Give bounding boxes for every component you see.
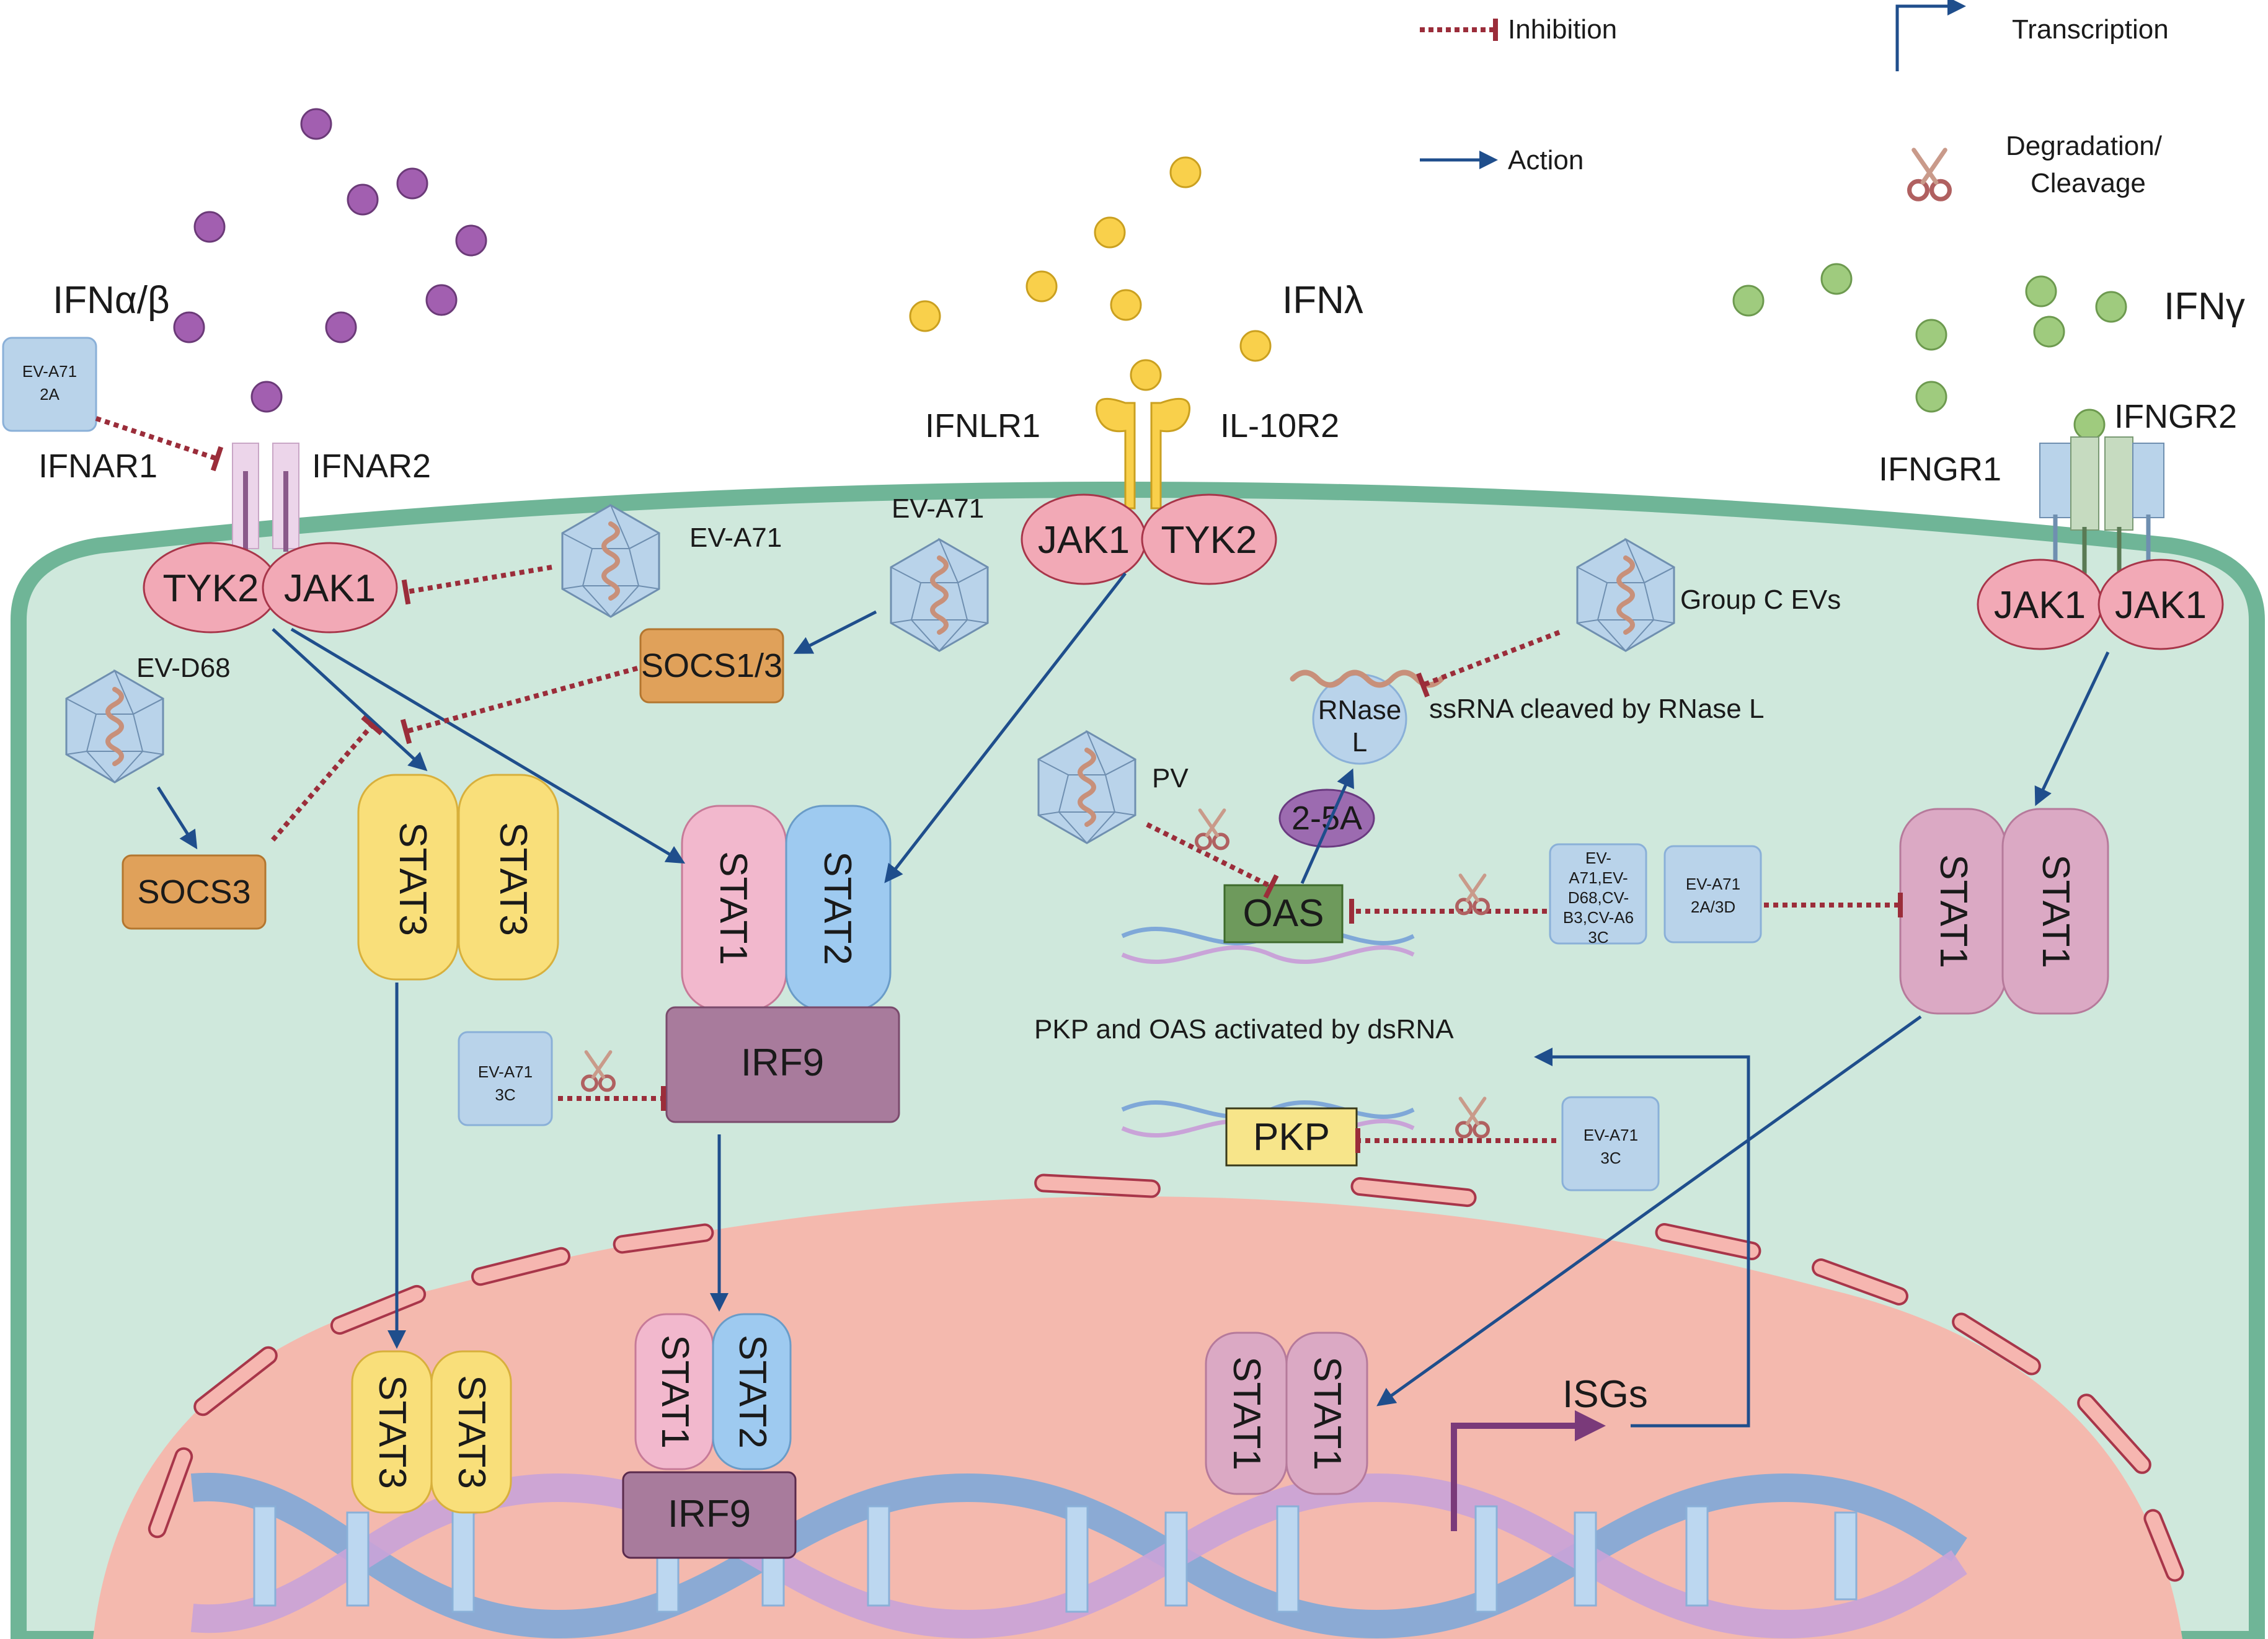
stat3-nuc-b-label: STAT3: [450, 1375, 493, 1489]
oas-label: OAS: [1243, 892, 1324, 935]
ifngr2-label: IFNGR2: [2114, 398, 2237, 435]
kinase-pair-mid: [1021, 493, 1277, 585]
ifn-lambda-label: IFNλ: [1282, 279, 1363, 322]
ifn-ab-molecules: [173, 108, 487, 413]
ev-a71-top-label: EV-A71: [689, 523, 782, 553]
ev-a71-2a3d-box: EV-A71 2A/3D: [1663, 845, 1762, 943]
ifn-lambda-molecules: [909, 156, 1272, 391]
oas-box: [1223, 884, 1344, 943]
svg-text:B3,CV-A6: B3,CV-A6: [1563, 908, 1634, 927]
stat1-cyto-label: STAT1: [712, 851, 755, 965]
ev-a71-mid-label: EV-A71: [892, 493, 984, 524]
stat1-nuc-a-label: STAT1: [1225, 1356, 1268, 1470]
il10r2-label: IL-10R2: [1220, 407, 1339, 444]
irf9-cyto-box: [665, 1006, 900, 1123]
stat1-nuc-b-label: STAT1: [1306, 1356, 1349, 1470]
svg-text:EV-A71: EV-A71: [478, 1062, 533, 1081]
legend-cleavage-label: Cleavage: [2031, 168, 2146, 198]
ifnlr-receptor: [1096, 397, 1190, 510]
irf9-nuc-label: IRF9: [668, 1493, 751, 1535]
tyk2-left-label: TYK2: [162, 567, 259, 610]
ev-d68-label: EV-D68: [136, 653, 231, 683]
legend-inhibition-label: Inhibition: [1508, 14, 1617, 45]
svg-text:3C: 3C: [1600, 1149, 1621, 1167]
rnase-l-label-1: RNase: [1318, 695, 1402, 725]
group-c-label: Group C EVs: [1680, 585, 1841, 615]
svg-text:A71,EV-: A71,EV-: [1569, 868, 1628, 887]
svg-text:3C: 3C: [495, 1085, 515, 1104]
kinase-pair-right: [1977, 559, 2224, 650]
svg-text:D68,CV-: D68,CV-: [1568, 888, 1629, 907]
stat2-nuc-isgf3: [712, 1313, 792, 1470]
socs3-box: [122, 854, 267, 930]
isgs-transcription-arrow: [1451, 1410, 1606, 1531]
legend-action-label: Action: [1508, 145, 1584, 175]
ev-a71-3c-box: EV-A71 3C: [458, 1031, 553, 1126]
ifnar2-label: IFNAR2: [312, 448, 431, 485]
stat1-right-b: [2001, 808, 2109, 1015]
stat3-nuc-a-label: STAT3: [371, 1375, 414, 1489]
stat3-nuc-b: [430, 1350, 512, 1514]
svg-text:EV-A71: EV-A71: [22, 362, 77, 381]
legend-transcription-label: Transcription: [2012, 14, 2169, 45]
stat1-right-a-label: STAT1: [1932, 854, 1975, 968]
action-arrows: [156, 572, 2110, 1407]
irf9-nuc-box: [622, 1471, 797, 1559]
pkp-oas-annotation: PKP and OAS activated by dsRNA: [1034, 1014, 1454, 1045]
svg-text:EV-A71: EV-A71: [1584, 1126, 1638, 1144]
ifn-gamma-label: IFNγ: [2164, 285, 2245, 328]
ifngr1-label: IFNGR1: [1879, 451, 2001, 488]
inhibition-lines: [95, 416, 1903, 1153]
svg-text:2A: 2A: [40, 385, 60, 404]
svg-text:EV-A71: EV-A71: [1686, 875, 1740, 893]
stat2-cyto-label: STAT2: [816, 851, 859, 965]
nuclear-envelope: [148, 1173, 2184, 1582]
stat3-dimer-cytoplasm: [357, 774, 559, 981]
ifn-ab-label: IFNα/β: [53, 279, 170, 322]
ifnar-receptor: [232, 443, 299, 552]
kinase-pair-left: [143, 542, 398, 634]
ifn-gamma-molecules: [1732, 263, 2127, 441]
rnase-l-label-2: L: [1352, 727, 1367, 758]
isgs-label: ISGs: [1562, 1373, 1648, 1416]
ifnlr1-label: IFNLR1: [925, 407, 1040, 444]
stat3-cyto-b-label: STAT3: [492, 822, 534, 936]
jak1-mid-label: JAK1: [1038, 519, 1130, 562]
svg-text:EV-: EV-: [1585, 849, 1611, 867]
ev-a71-2a-box: EV-A71 2A: [2, 337, 97, 432]
stat1-nuc-label: STAT1: [653, 1335, 696, 1449]
scissors-icon: [1910, 150, 1950, 199]
nuclear-dna: [190, 1472, 1967, 1639]
isgs-feedback-arrow: [1534, 1048, 1750, 1428]
legend-degradation-label: Degradation/: [2006, 131, 2163, 161]
tyk2-mid-label: TYK2: [1161, 519, 1257, 562]
socs13-box: [639, 628, 784, 704]
pkp-label: PKP: [1253, 1116, 1330, 1159]
pv-label: PV: [1152, 763, 1189, 793]
multi-ev-3c-box: EV- A71,EV- D68,CV- B3,CV-A6 3C: [1549, 843, 1647, 947]
ev-a71-3c-box-pkp: EV-A71 3C: [1561, 1096, 1660, 1191]
jak1-right-b-label: JAK1: [2115, 584, 2207, 627]
irf9-cyto-label: IRF9: [741, 1041, 824, 1084]
svg-text:3C: 3C: [1588, 928, 1608, 947]
legend: Inhibition Action Transcription Degradat…: [1420, 0, 2169, 199]
stat2-nuc-label: STAT2: [731, 1335, 774, 1449]
stat1-right-b-label: STAT1: [2034, 854, 2077, 968]
socs13-label: SOCS1/3: [641, 647, 782, 684]
svg-text:2A/3D: 2A/3D: [1691, 898, 1735, 916]
jak1-right-a-label: JAK1: [1994, 584, 2086, 627]
stat1-nuc-b: [1285, 1332, 1368, 1495]
ifnar1-label: IFNAR1: [38, 448, 157, 485]
ifngr-receptor: [2039, 436, 2164, 577]
socs3-label: SOCS3: [137, 873, 250, 911]
stat3-cyto-a-label: STAT3: [391, 822, 434, 936]
ssrna-annotation: ssRNA cleaved by RNase L: [1429, 694, 1764, 724]
jak1-left-label: JAK1: [284, 567, 376, 610]
two-5a-ellipse: [1278, 789, 1375, 848]
